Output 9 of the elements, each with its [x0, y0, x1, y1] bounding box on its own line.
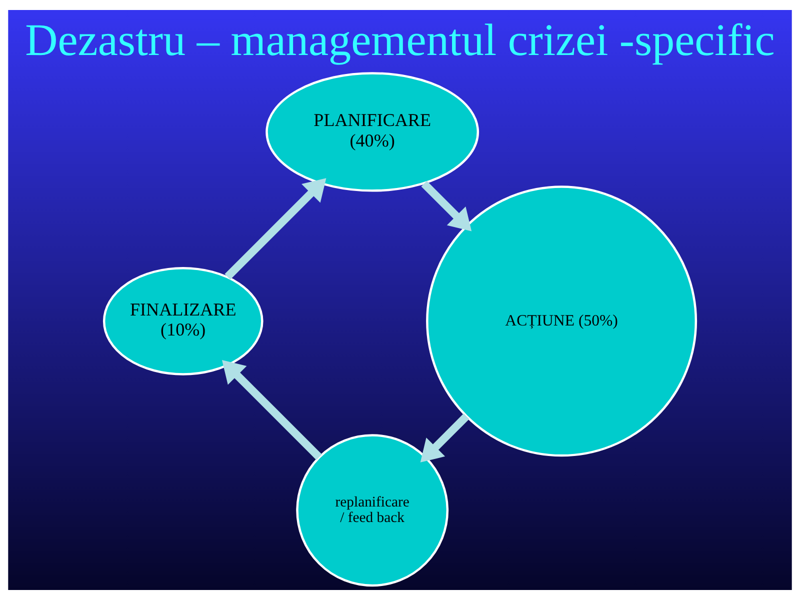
arrow	[222, 360, 322, 460]
arrow	[420, 414, 470, 462]
node-circle: ACȚIUNE (50%)	[426, 186, 698, 457]
node-circle: replanificare / feed back	[296, 434, 449, 587]
node-ellipse: PLANIFICARE (40%)	[266, 72, 480, 192]
arrow	[421, 180, 472, 232]
node-ellipse: FINALIZARE (10%)	[102, 266, 264, 376]
arrow	[224, 178, 326, 280]
diagram-title: Dezastru – managementul crizei -specific	[25, 15, 775, 66]
